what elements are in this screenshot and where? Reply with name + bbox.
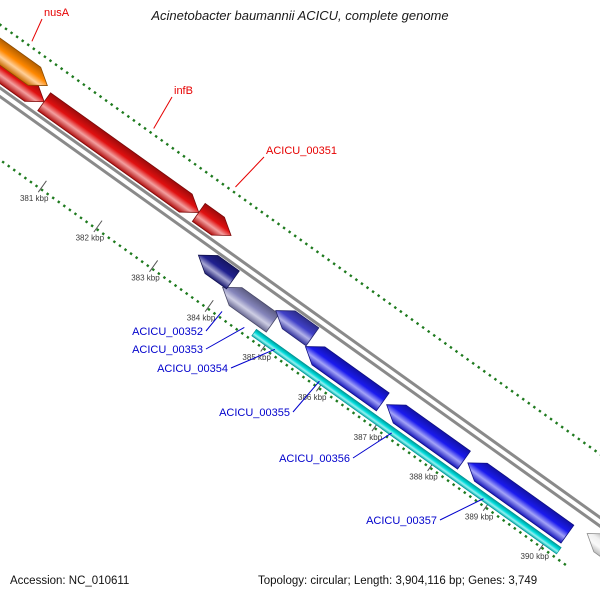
- scale-label-387kbp: 387 kbp: [354, 433, 383, 442]
- gene-label-ACICU_00352[interactable]: ACICU_00352: [132, 326, 203, 338]
- scale-label-385kbp: 385 kbp: [242, 353, 271, 362]
- leader-line-infB: [153, 96, 173, 129]
- scale-label-383kbp: 383 kbp: [131, 274, 160, 283]
- leader-line-ACICU_00355: [292, 380, 320, 413]
- gene-ACICU_00351[interactable]: [191, 202, 237, 244]
- gene-ACICU_00352[interactable]: [192, 246, 240, 290]
- gene-ACICU_00355[interactable]: [299, 338, 390, 412]
- minor-tick-line-lower: [0, 29, 600, 600]
- gene-label-ACICU_00356[interactable]: ACICU_00356: [279, 453, 350, 465]
- gene-label-ACICU_00355[interactable]: ACICU_00355: [219, 407, 290, 419]
- gene-downstream-unlabeled[interactable]: [581, 525, 600, 600]
- gene-ACICU_00353[interactable]: [216, 278, 280, 333]
- gene-nusA[interactable]: [0, 7, 54, 95]
- leader-line-nusA: [31, 18, 43, 42]
- kbp-tick-384: [204, 299, 214, 312]
- scale-label-386kbp: 386 kbp: [298, 393, 327, 402]
- leader-line-ACICU_00354: [230, 348, 276, 369]
- gene-label-ACICU_00357[interactable]: ACICU_00357: [366, 515, 437, 527]
- scale-label-390kbp: 390 kbp: [521, 552, 550, 561]
- kbp-tick-382: [93, 220, 103, 233]
- gene-label-ACICU_00351[interactable]: ACICU_00351: [266, 145, 337, 157]
- gene-ACICU_00354[interactable]: [269, 302, 320, 347]
- leader-line-ACICU_00353: [205, 326, 245, 350]
- leader-line-ACICU_00356: [352, 432, 392, 459]
- leader-line-ACICU_00357: [439, 498, 484, 521]
- genome-summary-text: Topology: circular; Length: 3,904,116 bp…: [258, 575, 538, 587]
- kbp-tick-381: [37, 180, 47, 193]
- gene-label-nusA[interactable]: nusA: [44, 7, 70, 19]
- scale-label-384kbp: 384 kbp: [187, 313, 216, 322]
- gene-label-ACICU_00354[interactable]: ACICU_00354: [157, 363, 228, 375]
- scale-label-388kbp: 388 kbp: [409, 473, 438, 482]
- leader-line-ACICU_00352: [205, 311, 223, 332]
- leader-line-ACICU_00351: [235, 156, 265, 188]
- feature-cyan-bar[interactable]: [251, 328, 562, 555]
- gene-label-ACICU_00353[interactable]: ACICU_00353: [132, 344, 203, 356]
- scale-label-389kbp: 389 kbp: [465, 512, 494, 521]
- gene-ACICU_00356[interactable]: [380, 396, 471, 470]
- gene-infB[interactable]: [37, 92, 205, 222]
- scale-label-381kbp: 381 kbp: [20, 194, 49, 203]
- gene-label-infB[interactable]: infB: [174, 85, 193, 97]
- accession-text: Accession: NC_010611: [10, 575, 130, 587]
- gene-ACICU_00357[interactable]: [461, 454, 575, 544]
- status-bar: Accession: NC_010611 Topology: circular;…: [0, 566, 600, 600]
- kbp-tick-383: [149, 260, 159, 273]
- scale-label-382kbp: 382 kbp: [76, 234, 105, 243]
